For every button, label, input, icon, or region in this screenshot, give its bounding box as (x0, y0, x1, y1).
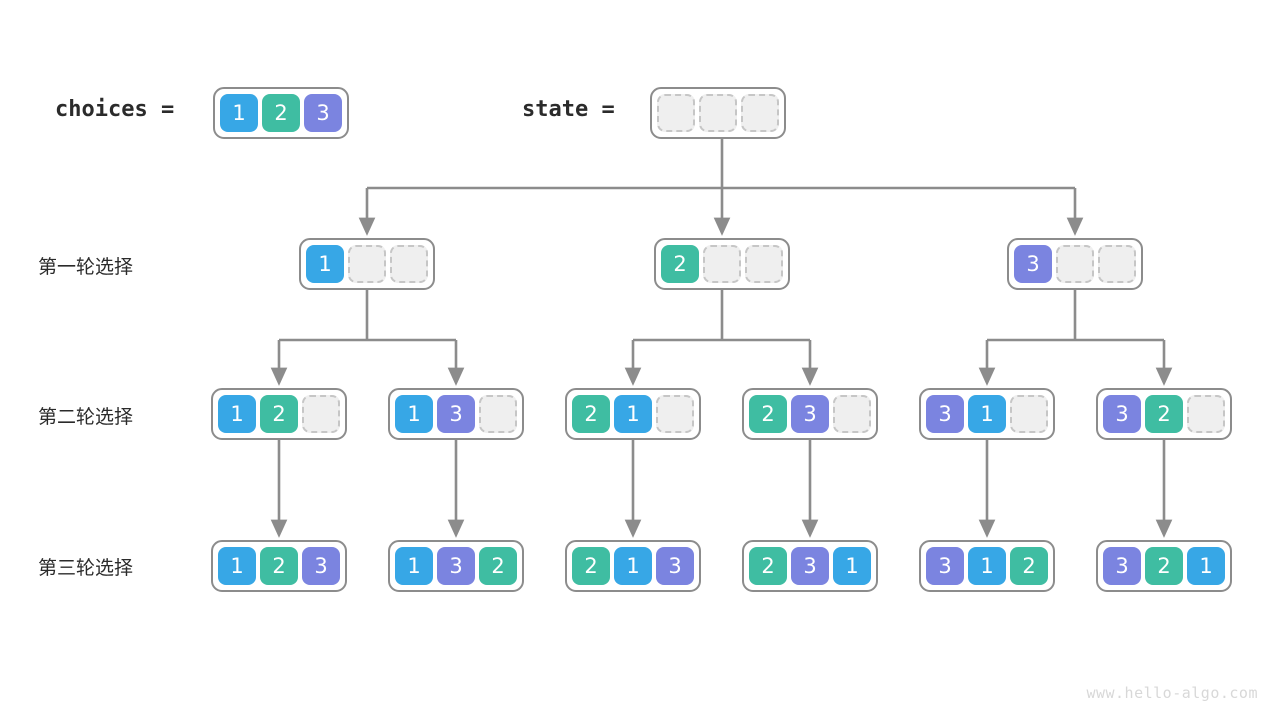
array-cell-filled: 2 (572, 547, 610, 585)
array-cell-empty (479, 395, 517, 433)
array-cell-filled: 3 (437, 395, 475, 433)
array-cell-empty (1187, 395, 1225, 433)
array-cell-filled: 1 (1187, 547, 1225, 585)
array-cell-empty (1056, 245, 1094, 283)
array-cell-empty (745, 245, 783, 283)
array-cell-empty (390, 245, 428, 283)
array-cell-filled: 1 (395, 395, 433, 433)
array-cell-filled: 1 (614, 395, 652, 433)
array-cell-filled: 2 (1145, 547, 1183, 585)
watermark: www.hello-algo.com (1086, 684, 1258, 702)
array-cell-filled: 3 (1014, 245, 1052, 283)
array-cell-filled: 1 (306, 245, 344, 283)
array-cell-empty (302, 395, 340, 433)
array-cell-empty (703, 245, 741, 283)
state-array (650, 87, 786, 139)
array-cell-empty (741, 94, 779, 132)
array-cell-filled: 1 (218, 395, 256, 433)
array-cell-filled: 2 (749, 395, 787, 433)
array-cell-filled: 2 (572, 395, 610, 433)
row-label-level-1: 第一轮选择 (38, 256, 134, 278)
array-cell-empty (1098, 245, 1136, 283)
array-cell-filled: 3 (926, 395, 964, 433)
array-cell-filled: 3 (791, 547, 829, 585)
state-node-l1-n3: 3 (1007, 238, 1143, 290)
array-cell-empty (1010, 395, 1048, 433)
array-cell-filled: 3 (656, 547, 694, 585)
array-cell-filled: 1 (968, 547, 1006, 585)
array-cell-filled: 2 (260, 395, 298, 433)
array-cell-filled: 3 (1103, 547, 1141, 585)
array-cell-filled: 3 (302, 547, 340, 585)
array-cell-filled: 2 (262, 94, 300, 132)
array-cell-empty (699, 94, 737, 132)
state-node-l1-n2: 2 (654, 238, 790, 290)
row-label-level-3: 第三轮选择 (38, 557, 134, 579)
array-cell-filled: 2 (661, 245, 699, 283)
array-cell-filled: 2 (1145, 395, 1183, 433)
array-cell-filled: 1 (220, 94, 258, 132)
array-cell-filled: 2 (749, 547, 787, 585)
array-cell-empty (657, 94, 695, 132)
array-cell-filled: 1 (833, 547, 871, 585)
array-cell-filled: 1 (968, 395, 1006, 433)
row-label-level-2: 第二轮选择 (38, 406, 134, 428)
array-cell-filled: 3 (304, 94, 342, 132)
array-cell-filled: 3 (926, 547, 964, 585)
array-cell-filled: 2 (1010, 547, 1048, 585)
array-cell-empty (833, 395, 871, 433)
array-cell-empty (348, 245, 386, 283)
array-cell-filled: 1 (614, 547, 652, 585)
array-cell-filled: 1 (218, 547, 256, 585)
array-cell-empty (656, 395, 694, 433)
array-cell-filled: 3 (1103, 395, 1141, 433)
array-cell-filled: 2 (260, 547, 298, 585)
array-cell-filled: 3 (791, 395, 829, 433)
array-cell-filled: 2 (479, 547, 517, 585)
state-label: state = (522, 97, 615, 122)
array-cell-filled: 3 (437, 547, 475, 585)
array-cell-filled: 1 (395, 547, 433, 585)
state-node-l1-n1: 1 (299, 238, 435, 290)
choices-label: choices = (55, 97, 175, 122)
